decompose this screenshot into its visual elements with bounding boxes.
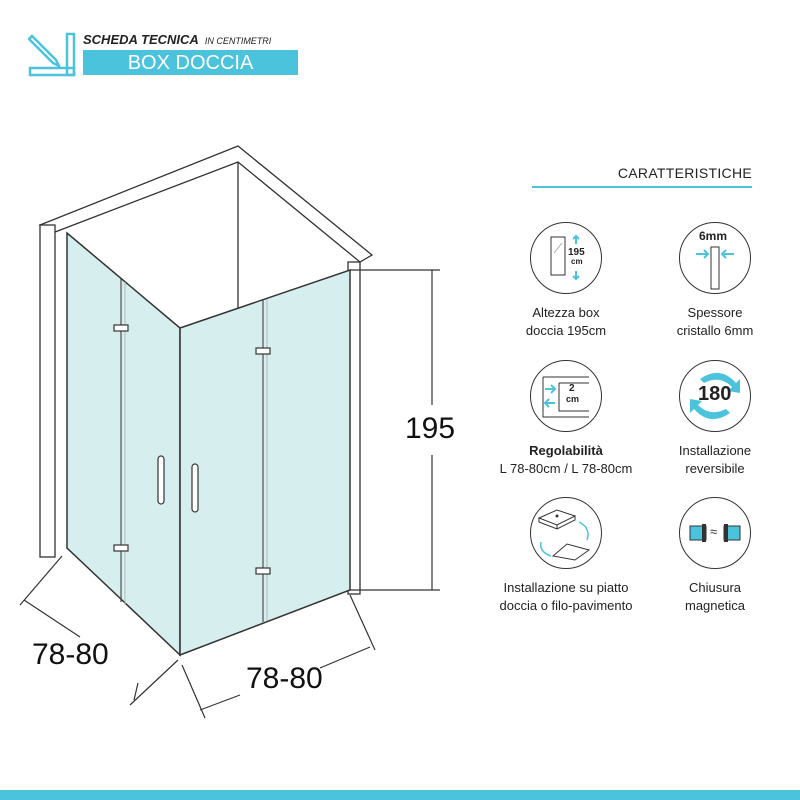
handle (191, 463, 199, 513)
height-icon: 195 cm (530, 222, 602, 294)
feature-line2: doccia o filo-pavimento (499, 598, 633, 613)
glass-thickness-icon: 6mm (679, 222, 751, 294)
feature-line2: cristallo 6mm (676, 323, 754, 338)
icon-value: ≈ (710, 524, 718, 539)
feature-magnetic: ≈ Chiusura magnetica (630, 497, 800, 615)
feature-line1: Regolabilità (529, 443, 603, 458)
right-width-dimension: 78-80 (246, 662, 323, 695)
feature-line2: L 78-80cm / L 78-80cm (499, 461, 633, 476)
sheet-subtitle: IN CENTIMETRI (204, 36, 272, 46)
feature-line2: reversibile (685, 461, 745, 476)
icon-value: 180 (698, 383, 732, 405)
height-dimension: 195 (405, 412, 456, 445)
icon-unit: cm (571, 257, 583, 266)
icon-value: 195 (568, 247, 585, 258)
hinge (113, 544, 129, 552)
shower-box-drawing (19, 145, 440, 719)
feature-line2: doccia 195cm (525, 323, 607, 338)
feature-line1: Chiusura (688, 580, 742, 595)
feature-line1: Installazione (678, 443, 752, 458)
hinge (113, 324, 129, 332)
feature-line1: Installazione su piatto (503, 580, 629, 595)
left-glass-panel (66, 231, 181, 657)
left-width-dimension: 78-80 (32, 638, 109, 671)
tray-floor-icon (530, 497, 602, 569)
icon-unit: cm (566, 394, 580, 404)
feature-height: 195 cm Altezza box doccia 195cm (481, 222, 651, 340)
icon-value: 6mm (699, 229, 728, 243)
handle (157, 455, 165, 505)
product-banner: BOX DOCCIA (83, 50, 298, 75)
adjustability-icon: 2 cm (530, 360, 602, 432)
hinge (255, 567, 271, 575)
reversible-icon: 180 (679, 360, 751, 432)
bottom-accent-bar (0, 790, 800, 800)
feature-line1: Altezza box (532, 305, 600, 320)
features-title: CARATTERISTICHE (617, 165, 752, 181)
features-divider (532, 186, 752, 188)
right-glass-panel (179, 268, 351, 657)
walls (38, 145, 374, 595)
feature-thickness: 6mm Spessore cristallo 6mm (630, 222, 800, 340)
feature-reversible: 180 Installazione reversibile (630, 360, 800, 478)
feature-line2: magnetica (685, 598, 745, 613)
hinge (255, 347, 271, 355)
feature-installation: Installazione su piatto doccia o filo-pav… (481, 497, 651, 615)
ruler-pencil-icon (28, 32, 76, 77)
feature-line1: Spessore (687, 305, 743, 320)
feature-adjustability: 2 cm Regolabilità L 78-80cm / L 78-80cm (481, 360, 651, 478)
magnetic-closure-icon: ≈ (679, 497, 751, 569)
icon-value: 2 (569, 383, 575, 394)
